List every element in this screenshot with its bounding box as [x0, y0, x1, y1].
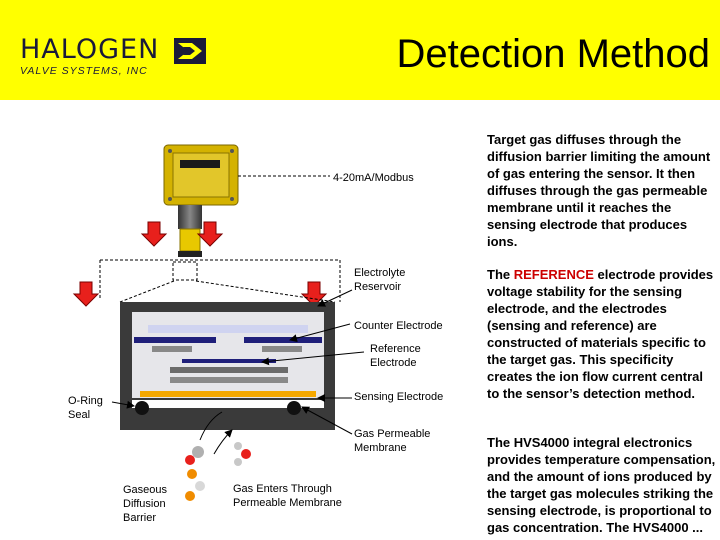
gas-transmitter	[163, 144, 239, 257]
electrolyte-reservoir-label: Electrolyte Reservoir	[354, 267, 406, 293]
reference-highlight: REFERENCE	[513, 267, 594, 282]
slide-title: Detection Method	[396, 32, 710, 76]
connector-lines	[99, 175, 341, 303]
label-leaders	[111, 289, 365, 435]
description-paragraph-1: Target gas diffuses through the diffusio…	[487, 132, 711, 249]
logo-tagline: VALVE SYSTEMS, INC	[20, 65, 148, 77]
sensing-electrode-label: Sensing Electrode	[354, 391, 444, 403]
oring-seal-label: O-Ring Seal	[68, 395, 103, 421]
sensor-diagram	[72, 144, 365, 501]
gaseous-diffusion-barrier-label: Gaseous Diffusion Barrier	[123, 484, 168, 524]
paragraph-2-intro: The	[487, 267, 514, 282]
description-paragraph-3: The HVS4000 integral electronics provide…	[487, 435, 716, 535]
signal-output-label: 4-20mA/Modbus	[333, 172, 414, 184]
header-band: HALOGEN VALVE SYSTEMS, INC Detection Met…	[0, 0, 720, 100]
paragraph-2-body: electrode provides voltage stability for…	[487, 267, 714, 401]
gas-permeable-membrane-label: Gas Permeable Membrane	[354, 428, 431, 454]
gas-enters-label: Gas Enters Through Permeable Membrane	[233, 483, 342, 509]
counter-electrode-label: Counter Electrode	[354, 320, 443, 332]
reference-electrode-label: Reference Electrode	[370, 343, 421, 369]
gas-molecules-illustration	[185, 411, 251, 501]
gas-flow-arrows	[72, 221, 328, 307]
logo-arrow-icon	[174, 38, 206, 64]
company-logo: HALOGEN VALVE SYSTEMS, INC	[18, 34, 208, 80]
logo-wordmark: HALOGEN	[20, 34, 160, 65]
sensor-cell	[120, 302, 335, 430]
description-paragraph-2: The REFERENCE electrode provides voltage…	[487, 266, 717, 402]
